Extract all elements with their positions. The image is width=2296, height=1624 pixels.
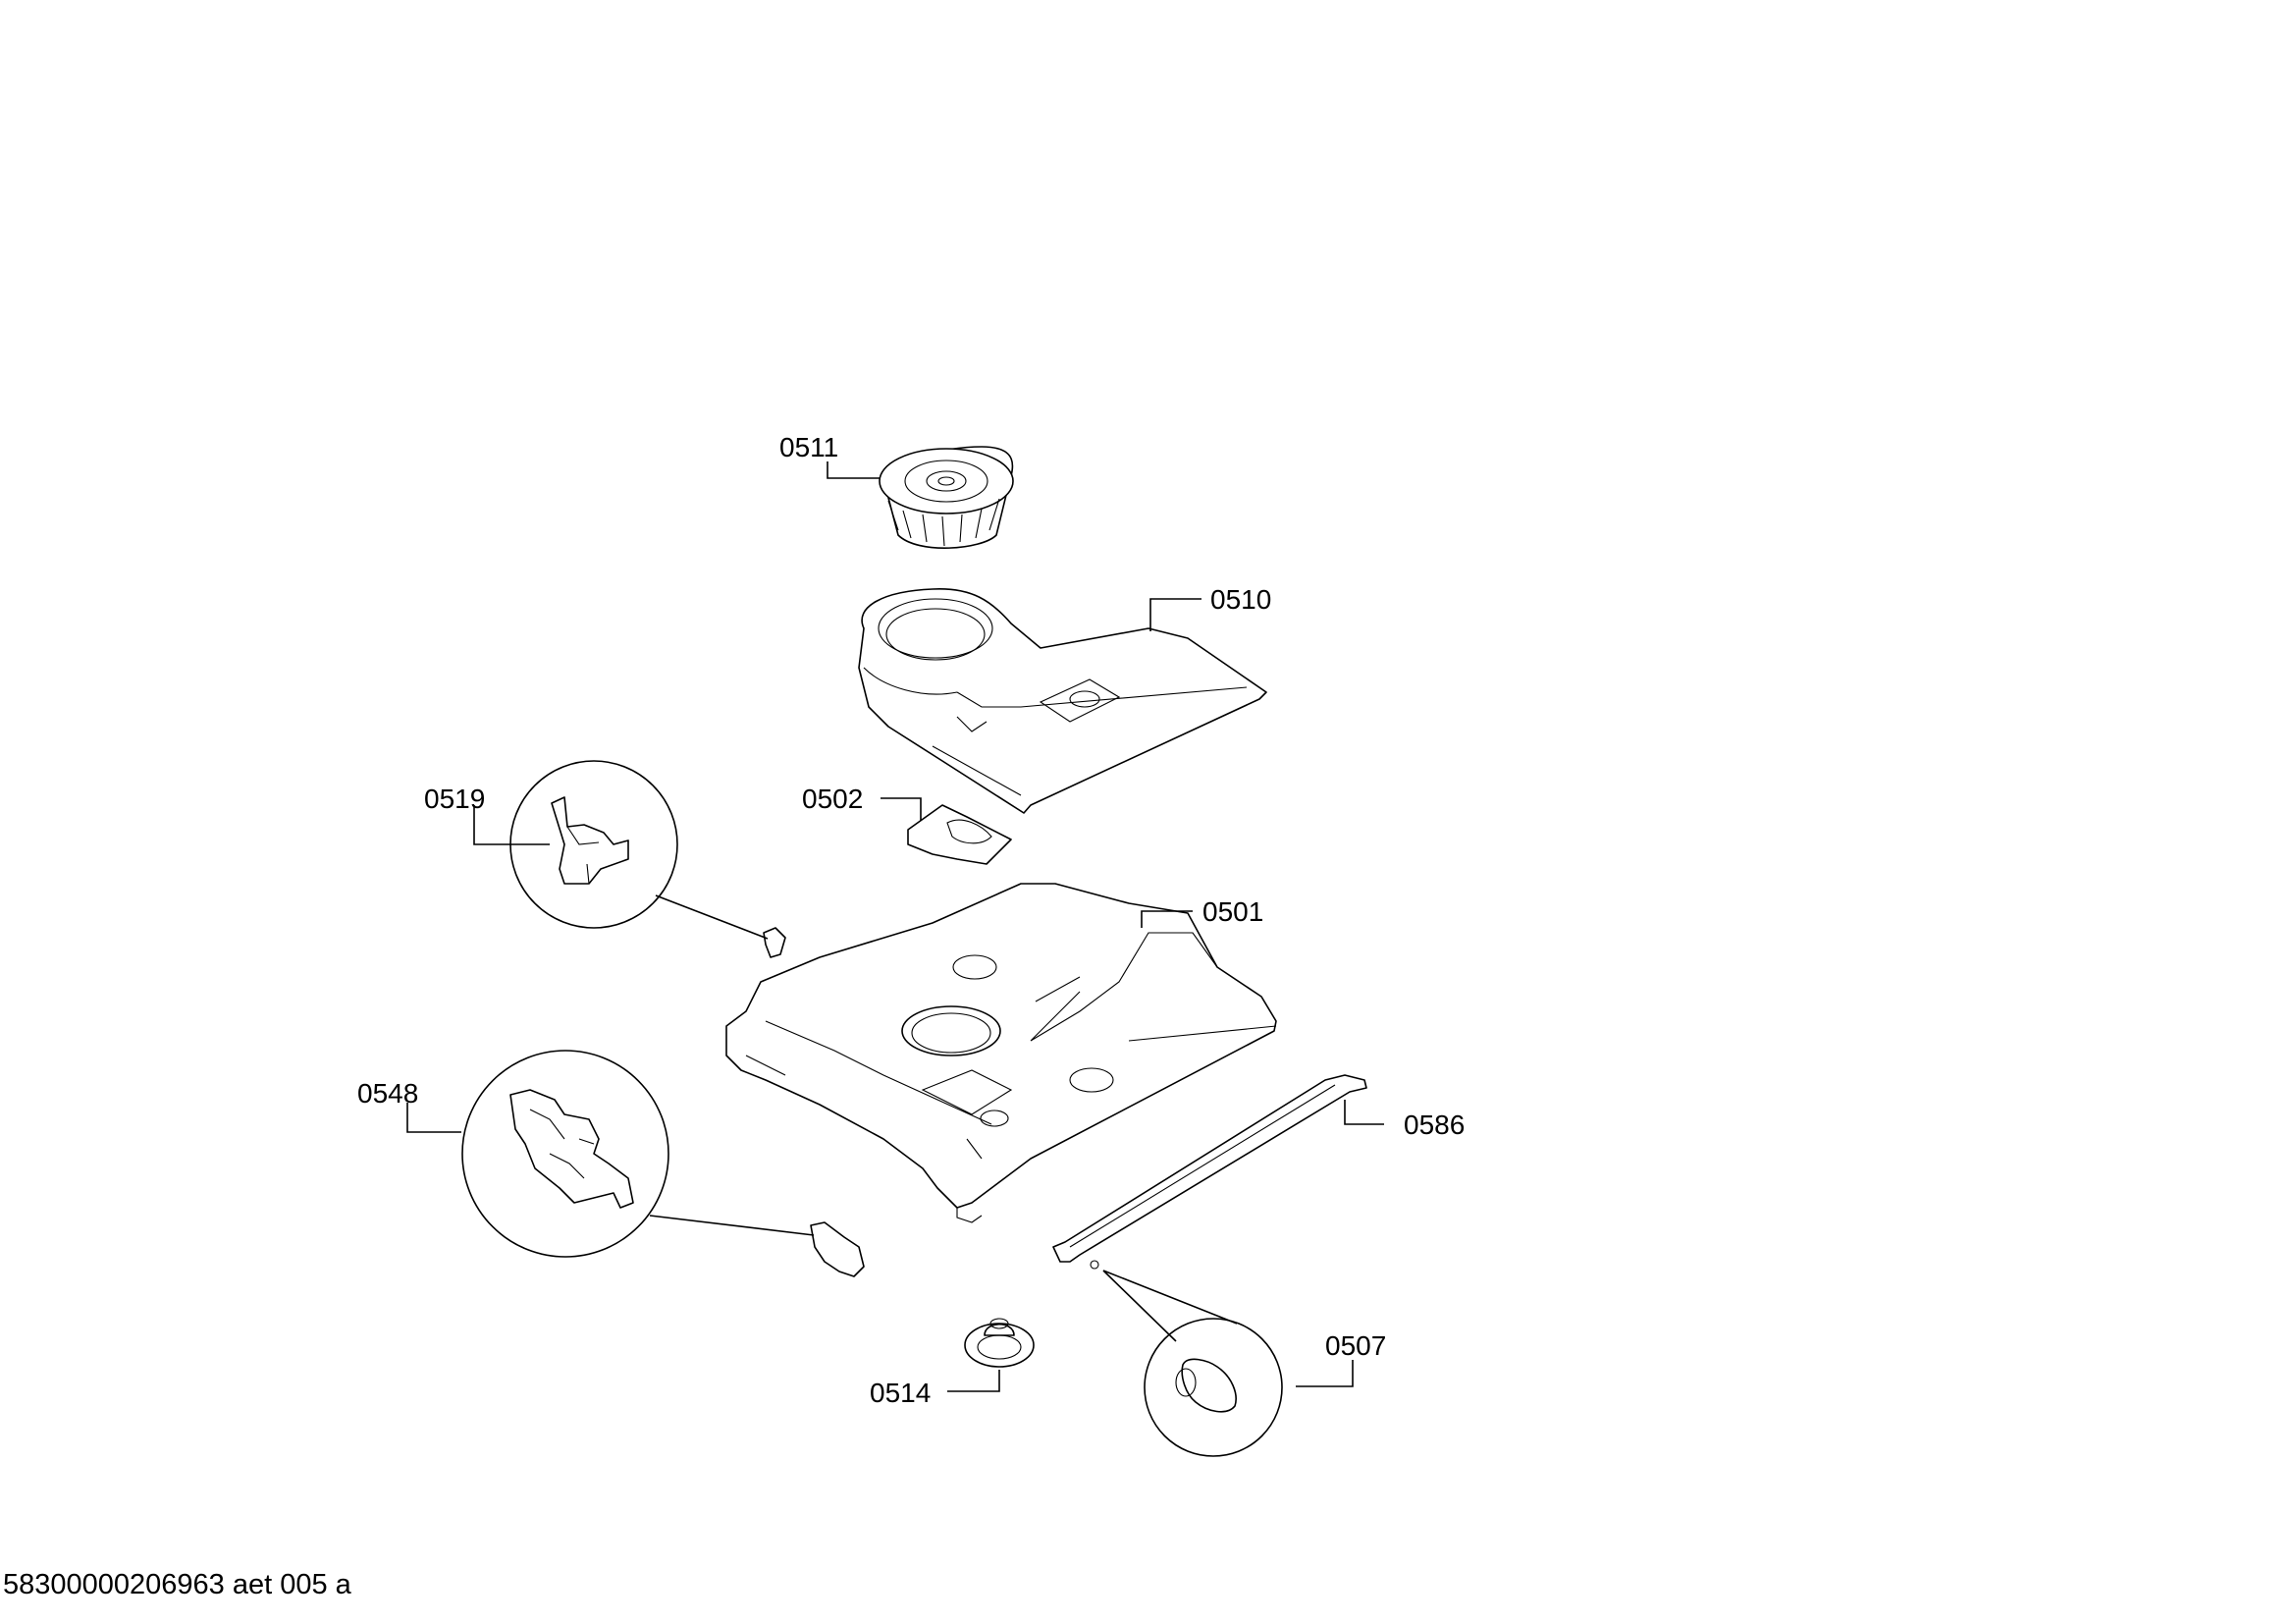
thermostat-part[interactable] <box>509 760 786 958</box>
callout-0502[interactable]: 0502 <box>802 784 863 814</box>
leader-0519 <box>473 805 550 845</box>
cap-plug-part[interactable] <box>1144 1318 1283 1457</box>
leader-0511 <box>827 461 881 479</box>
leader-0507 <box>1296 1360 1354 1387</box>
detail-line-0519 <box>655 894 769 940</box>
fan-cover-duct-part[interactable] <box>858 588 1267 814</box>
callout-0501[interactable]: 0501 <box>1202 896 1263 927</box>
fan-wheel-part[interactable] <box>879 446 1014 549</box>
callout-0519[interactable]: 0519 <box>424 784 485 814</box>
leader-0548 <box>406 1103 461 1133</box>
base-plate-part[interactable] <box>725 883 1277 1223</box>
callout-0514[interactable]: 0514 <box>870 1378 931 1408</box>
detail-line-0548 <box>649 1215 815 1236</box>
callout-0510[interactable]: 0510 <box>1210 584 1271 615</box>
callout-0507[interactable]: 0507 <box>1325 1330 1386 1361</box>
callout-0511[interactable]: 0511 <box>779 432 838 462</box>
leader-0586 <box>1344 1100 1384 1125</box>
leader-0501 <box>1141 910 1193 928</box>
bracket-cover-part[interactable] <box>907 804 1012 865</box>
detail-line-0507-b <box>1102 1270 1238 1325</box>
leader-0514 <box>947 1370 1000 1392</box>
leader-0510 <box>1149 598 1201 631</box>
leader-0502 <box>881 797 922 821</box>
door-lock-part[interactable] <box>461 1050 865 1277</box>
detail-line-0507-a <box>1102 1270 1177 1342</box>
drawing-number: 58300000206963 aet 005 a <box>3 1569 351 1600</box>
callout-0586[interactable]: 0586 <box>1404 1110 1465 1140</box>
guide-rail-part[interactable] <box>1052 1074 1367 1270</box>
lamp-cover-part[interactable] <box>964 1318 1035 1368</box>
callout-0548[interactable]: 0548 <box>357 1078 418 1109</box>
